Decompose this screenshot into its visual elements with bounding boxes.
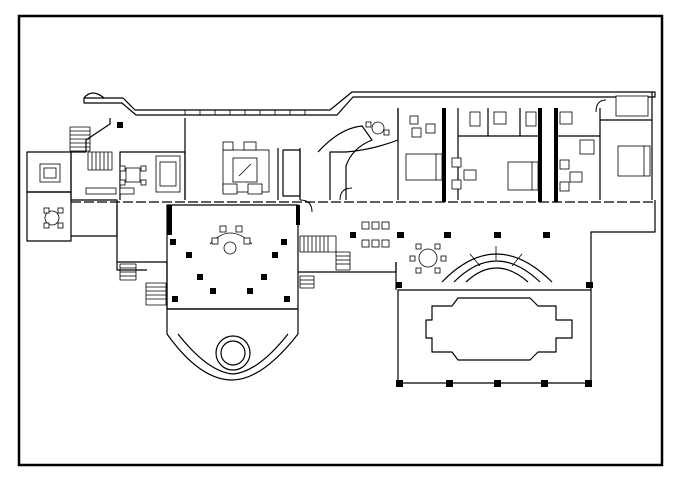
lounge-sofa-set xyxy=(222,141,270,195)
stair-west-1 xyxy=(119,263,137,281)
central-east-wall xyxy=(298,262,397,273)
entry-arc xyxy=(83,92,105,99)
curved-bench-inner xyxy=(465,267,529,283)
west-annex xyxy=(116,205,168,309)
bedroom-1-chairs xyxy=(409,115,436,138)
pool-terrace xyxy=(397,289,592,384)
bathroom-fixtures xyxy=(469,95,649,155)
apse-room xyxy=(166,308,299,381)
bedroom-3-bed xyxy=(617,145,651,177)
stair-west-2 xyxy=(145,282,167,306)
door-swings xyxy=(299,99,607,213)
columns xyxy=(117,108,593,387)
bench-dividers xyxy=(469,246,523,267)
round-dining-table xyxy=(409,243,447,274)
left-wing-wall xyxy=(70,152,118,237)
apse-outer-curve xyxy=(177,333,289,375)
sheet-border xyxy=(17,14,664,467)
bedroom-2-chairs xyxy=(451,157,477,190)
bedroom-2-bed xyxy=(507,161,539,191)
bedroom-1-bed xyxy=(405,153,443,181)
closet-right xyxy=(282,149,301,197)
dining-table xyxy=(119,165,147,186)
bedroom-3-chairs xyxy=(559,159,583,192)
curved-wall-inner xyxy=(329,151,346,200)
dining-chairs-grid xyxy=(361,221,390,248)
suite-bath-walls xyxy=(458,108,652,137)
round-fountain-inner xyxy=(220,340,246,366)
window-strip xyxy=(184,109,306,116)
study-sofa xyxy=(39,163,61,183)
stair-central-east xyxy=(299,235,351,289)
pool xyxy=(425,297,573,361)
round-fountain-outer xyxy=(215,335,251,371)
left-balcony xyxy=(26,191,72,242)
curved-bench-outer xyxy=(441,253,553,283)
sofa-left-room xyxy=(155,155,181,193)
stair-top-left xyxy=(69,126,91,152)
kitchen-counter xyxy=(85,187,135,195)
balcony-table xyxy=(43,207,64,229)
corner-table xyxy=(365,121,390,136)
west-steps xyxy=(116,262,147,271)
curved-entry-wall xyxy=(317,125,373,200)
curved-bench-mid xyxy=(453,260,541,283)
stair-mid-left xyxy=(87,151,113,171)
upper-roof-outline xyxy=(83,91,656,116)
hall-round-seating xyxy=(209,225,253,255)
